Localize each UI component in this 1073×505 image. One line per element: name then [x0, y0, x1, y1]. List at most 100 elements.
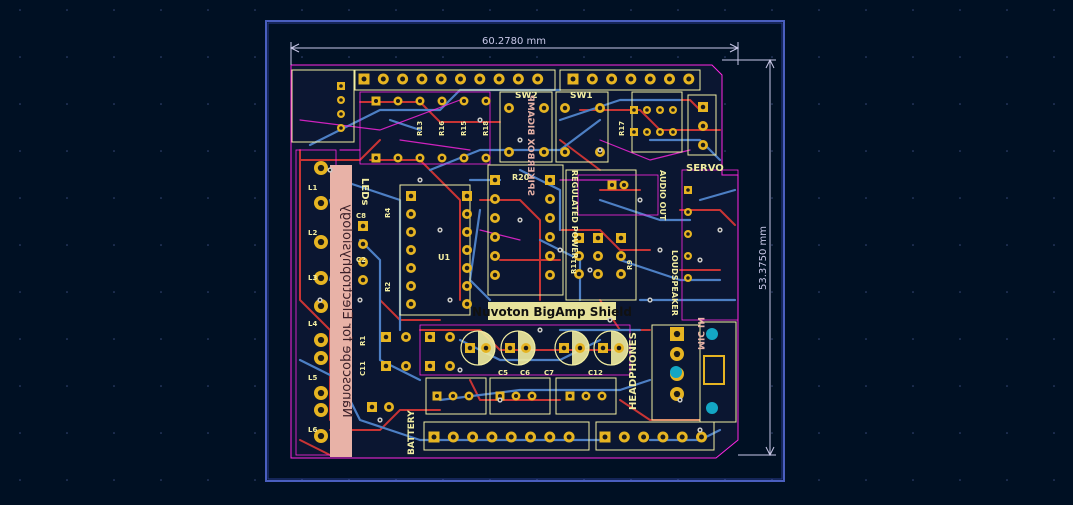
grid-dot	[959, 103, 961, 105]
pad-drill	[577, 345, 583, 351]
grid-dot	[630, 56, 632, 58]
pad-drill	[523, 345, 529, 351]
via-drill	[718, 228, 722, 232]
side-label: Nanoscope for Electrophysiology	[339, 204, 354, 418]
grid-dot	[865, 56, 867, 58]
label-r9: R9	[626, 260, 634, 270]
grid-dot	[771, 56, 773, 58]
grid-dot	[865, 9, 867, 11]
grid-dot	[724, 9, 726, 11]
pad-drill	[466, 393, 472, 399]
pad-drill	[317, 238, 325, 246]
pad-drill	[686, 210, 690, 214]
pad-drill	[576, 235, 582, 241]
grid-dot	[160, 150, 162, 152]
label-r13: R13	[416, 121, 424, 136]
grid-dot	[19, 56, 21, 58]
pad-drill	[403, 334, 409, 340]
grid-dot	[724, 103, 726, 105]
grid-dot	[818, 479, 820, 481]
grid-dot	[19, 197, 21, 199]
grid-dot	[1006, 9, 1008, 11]
pad-drill	[447, 363, 453, 369]
pad-drill	[547, 253, 553, 259]
width-dimension	[289, 42, 740, 65]
grid-dot	[771, 291, 773, 293]
grid-dot	[1006, 197, 1008, 199]
grid-dot	[19, 150, 21, 152]
pad-drill	[700, 104, 706, 110]
grid-dot	[724, 56, 726, 58]
pad-drill	[576, 253, 582, 259]
pad-drill	[386, 404, 392, 410]
pad-drill	[660, 434, 666, 440]
grid-dot	[1006, 385, 1008, 387]
pad-drill	[671, 130, 675, 134]
pad-drill	[513, 393, 519, 399]
pad-drill	[395, 98, 401, 104]
grid-dot	[1053, 150, 1055, 152]
grid-dot	[160, 244, 162, 246]
grid-dot	[207, 197, 209, 199]
board-outline-inner	[267, 22, 783, 480]
grid-dot	[1006, 291, 1008, 293]
pad-drill	[496, 76, 502, 82]
grid-dot	[818, 150, 820, 152]
via-drill	[478, 118, 482, 122]
grid-dot	[207, 56, 209, 58]
grid-dot	[207, 150, 209, 152]
label-sw2: SW2	[515, 91, 538, 101]
pad-drill	[360, 277, 366, 283]
grid-dot	[348, 56, 350, 58]
pad-drill	[570, 76, 576, 82]
pad-drill	[673, 330, 681, 338]
ratsnest-line	[479, 229, 521, 241]
bcu-trace	[558, 98, 682, 122]
grid-dot	[818, 103, 820, 105]
via-drill	[588, 268, 592, 272]
grid-dot	[254, 56, 256, 58]
via-drill	[458, 368, 462, 372]
board-outline	[265, 20, 785, 482]
grid-dot	[818, 56, 820, 58]
pad-drill	[317, 274, 325, 282]
grid-dot	[66, 244, 68, 246]
grid-dot	[959, 338, 961, 340]
grid-dot	[207, 432, 209, 434]
pad-drill	[383, 334, 389, 340]
grid-dot	[301, 56, 303, 58]
grid-dot	[865, 338, 867, 340]
pad-drill	[628, 76, 634, 82]
grid-dot	[1053, 197, 1055, 199]
label-r11: R11	[570, 259, 578, 274]
pad-drill	[497, 393, 503, 399]
grid-dot	[959, 432, 961, 434]
grid-dot	[771, 103, 773, 105]
label-c11: C11	[359, 361, 367, 376]
grid-dot	[912, 338, 914, 340]
grid-dot	[912, 197, 914, 199]
pad-drill	[616, 345, 622, 351]
grid-dot	[254, 385, 256, 387]
label-leds: LEDs	[359, 178, 370, 206]
via-drill	[358, 298, 362, 302]
grid-dot	[1053, 56, 1055, 58]
grid-dot	[66, 150, 68, 152]
pad-drill	[317, 406, 325, 414]
pad-drill	[658, 130, 662, 134]
grid-dot	[818, 244, 820, 246]
pad-drill	[450, 434, 456, 440]
via-drill	[658, 248, 662, 252]
grid-dot	[771, 244, 773, 246]
pad-drill	[515, 76, 521, 82]
pad-drill	[339, 84, 343, 88]
pad-drill	[621, 434, 627, 440]
bcu-trace	[598, 198, 692, 222]
pad-drill	[458, 76, 463, 82]
pad-drill	[408, 265, 414, 271]
grid-dot	[113, 432, 115, 434]
pad-drill	[431, 434, 437, 440]
vias	[317, 117, 723, 433]
pad-drill	[609, 182, 615, 188]
